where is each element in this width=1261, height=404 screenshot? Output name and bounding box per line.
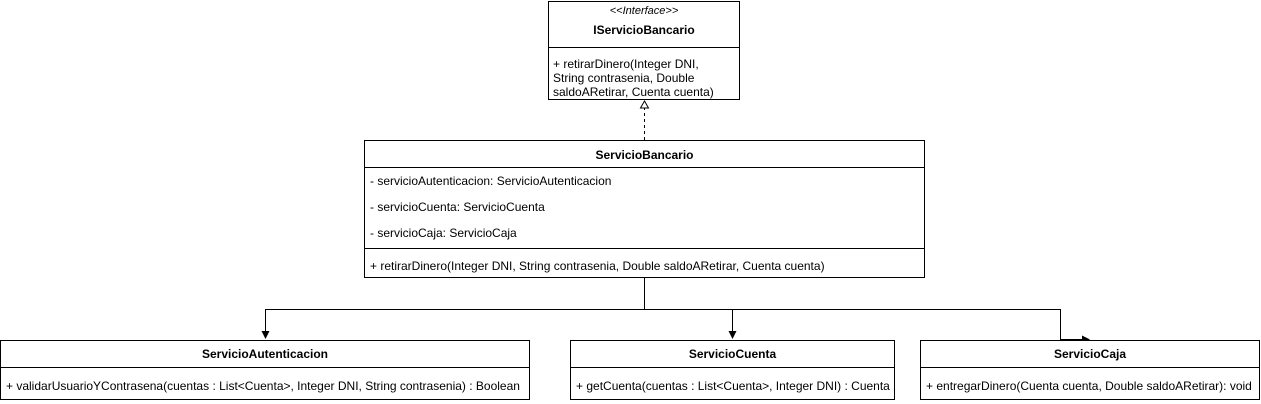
class-name: ServicioCuenta	[688, 347, 777, 361]
interface-stereotype: <<Interface>>	[609, 5, 679, 17]
attribute-servicio-autenticacion: - servicioAutenticacion: ServicioAutenti…	[370, 174, 612, 188]
realization-connector	[639, 99, 650, 140]
attribute-servicio-caja: - servicioCaja: ServicioCaja	[370, 226, 517, 240]
interface-name: IServicioBancario	[593, 23, 695, 37]
association-caja	[644, 278, 1090, 344]
operation-validar-usuario: + validarUsuarioYContrasena(cuentas : Li…	[6, 379, 520, 393]
class-divider	[1, 367, 529, 368]
class-serviciocaja[interactable]: ServicioCaja + entregarDinero(Cuenta cue…	[920, 340, 1260, 400]
class-divider	[921, 367, 1259, 368]
class-divider	[571, 367, 894, 368]
attribute-servicio-cuenta: - servicioCuenta: ServicioCuenta	[370, 200, 545, 214]
class-name: ServicioAutenticacion	[201, 347, 329, 361]
class-divider	[365, 248, 924, 249]
class-name: ServicioBancario	[595, 148, 694, 162]
association-cuenta	[644, 278, 737, 339]
class-name: ServicioCaja	[1053, 347, 1127, 361]
operation-entregar-dinero: + entregarDinero(Cuenta cuenta, Double s…	[926, 379, 1252, 393]
interface-divider	[549, 47, 739, 48]
interface-operation: + retirarDinero(Integer DNI, String cont…	[553, 57, 714, 99]
operation-get-cuenta: + getCuenta(cuentas : List<Cuenta>, Inte…	[576, 379, 890, 393]
class-serviciobancario[interactable]: ServicioBancario - servicioAutenticacion…	[364, 140, 925, 278]
interface-iserviciobancario[interactable]: <<Interface>> IServicioBancario + retira…	[548, 1, 740, 100]
interface-operation-line: saldoARetirar, Cuenta cuenta)	[553, 85, 714, 99]
class-serviciocuenta[interactable]: ServicioCuenta + getCuenta(cuentas : Lis…	[570, 340, 895, 400]
operation-retirar-dinero: + retirarDinero(Integer DNI, String cont…	[370, 259, 825, 273]
interface-operation-line: + retirarDinero(Integer DNI,	[553, 57, 699, 71]
class-divider	[365, 167, 924, 168]
association-autenticacion	[261, 278, 645, 339]
class-servicioautenticacion[interactable]: ServicioAutenticacion + validarUsuarioYC…	[0, 340, 530, 400]
interface-operation-line: String contrasenia, Double	[553, 71, 695, 85]
